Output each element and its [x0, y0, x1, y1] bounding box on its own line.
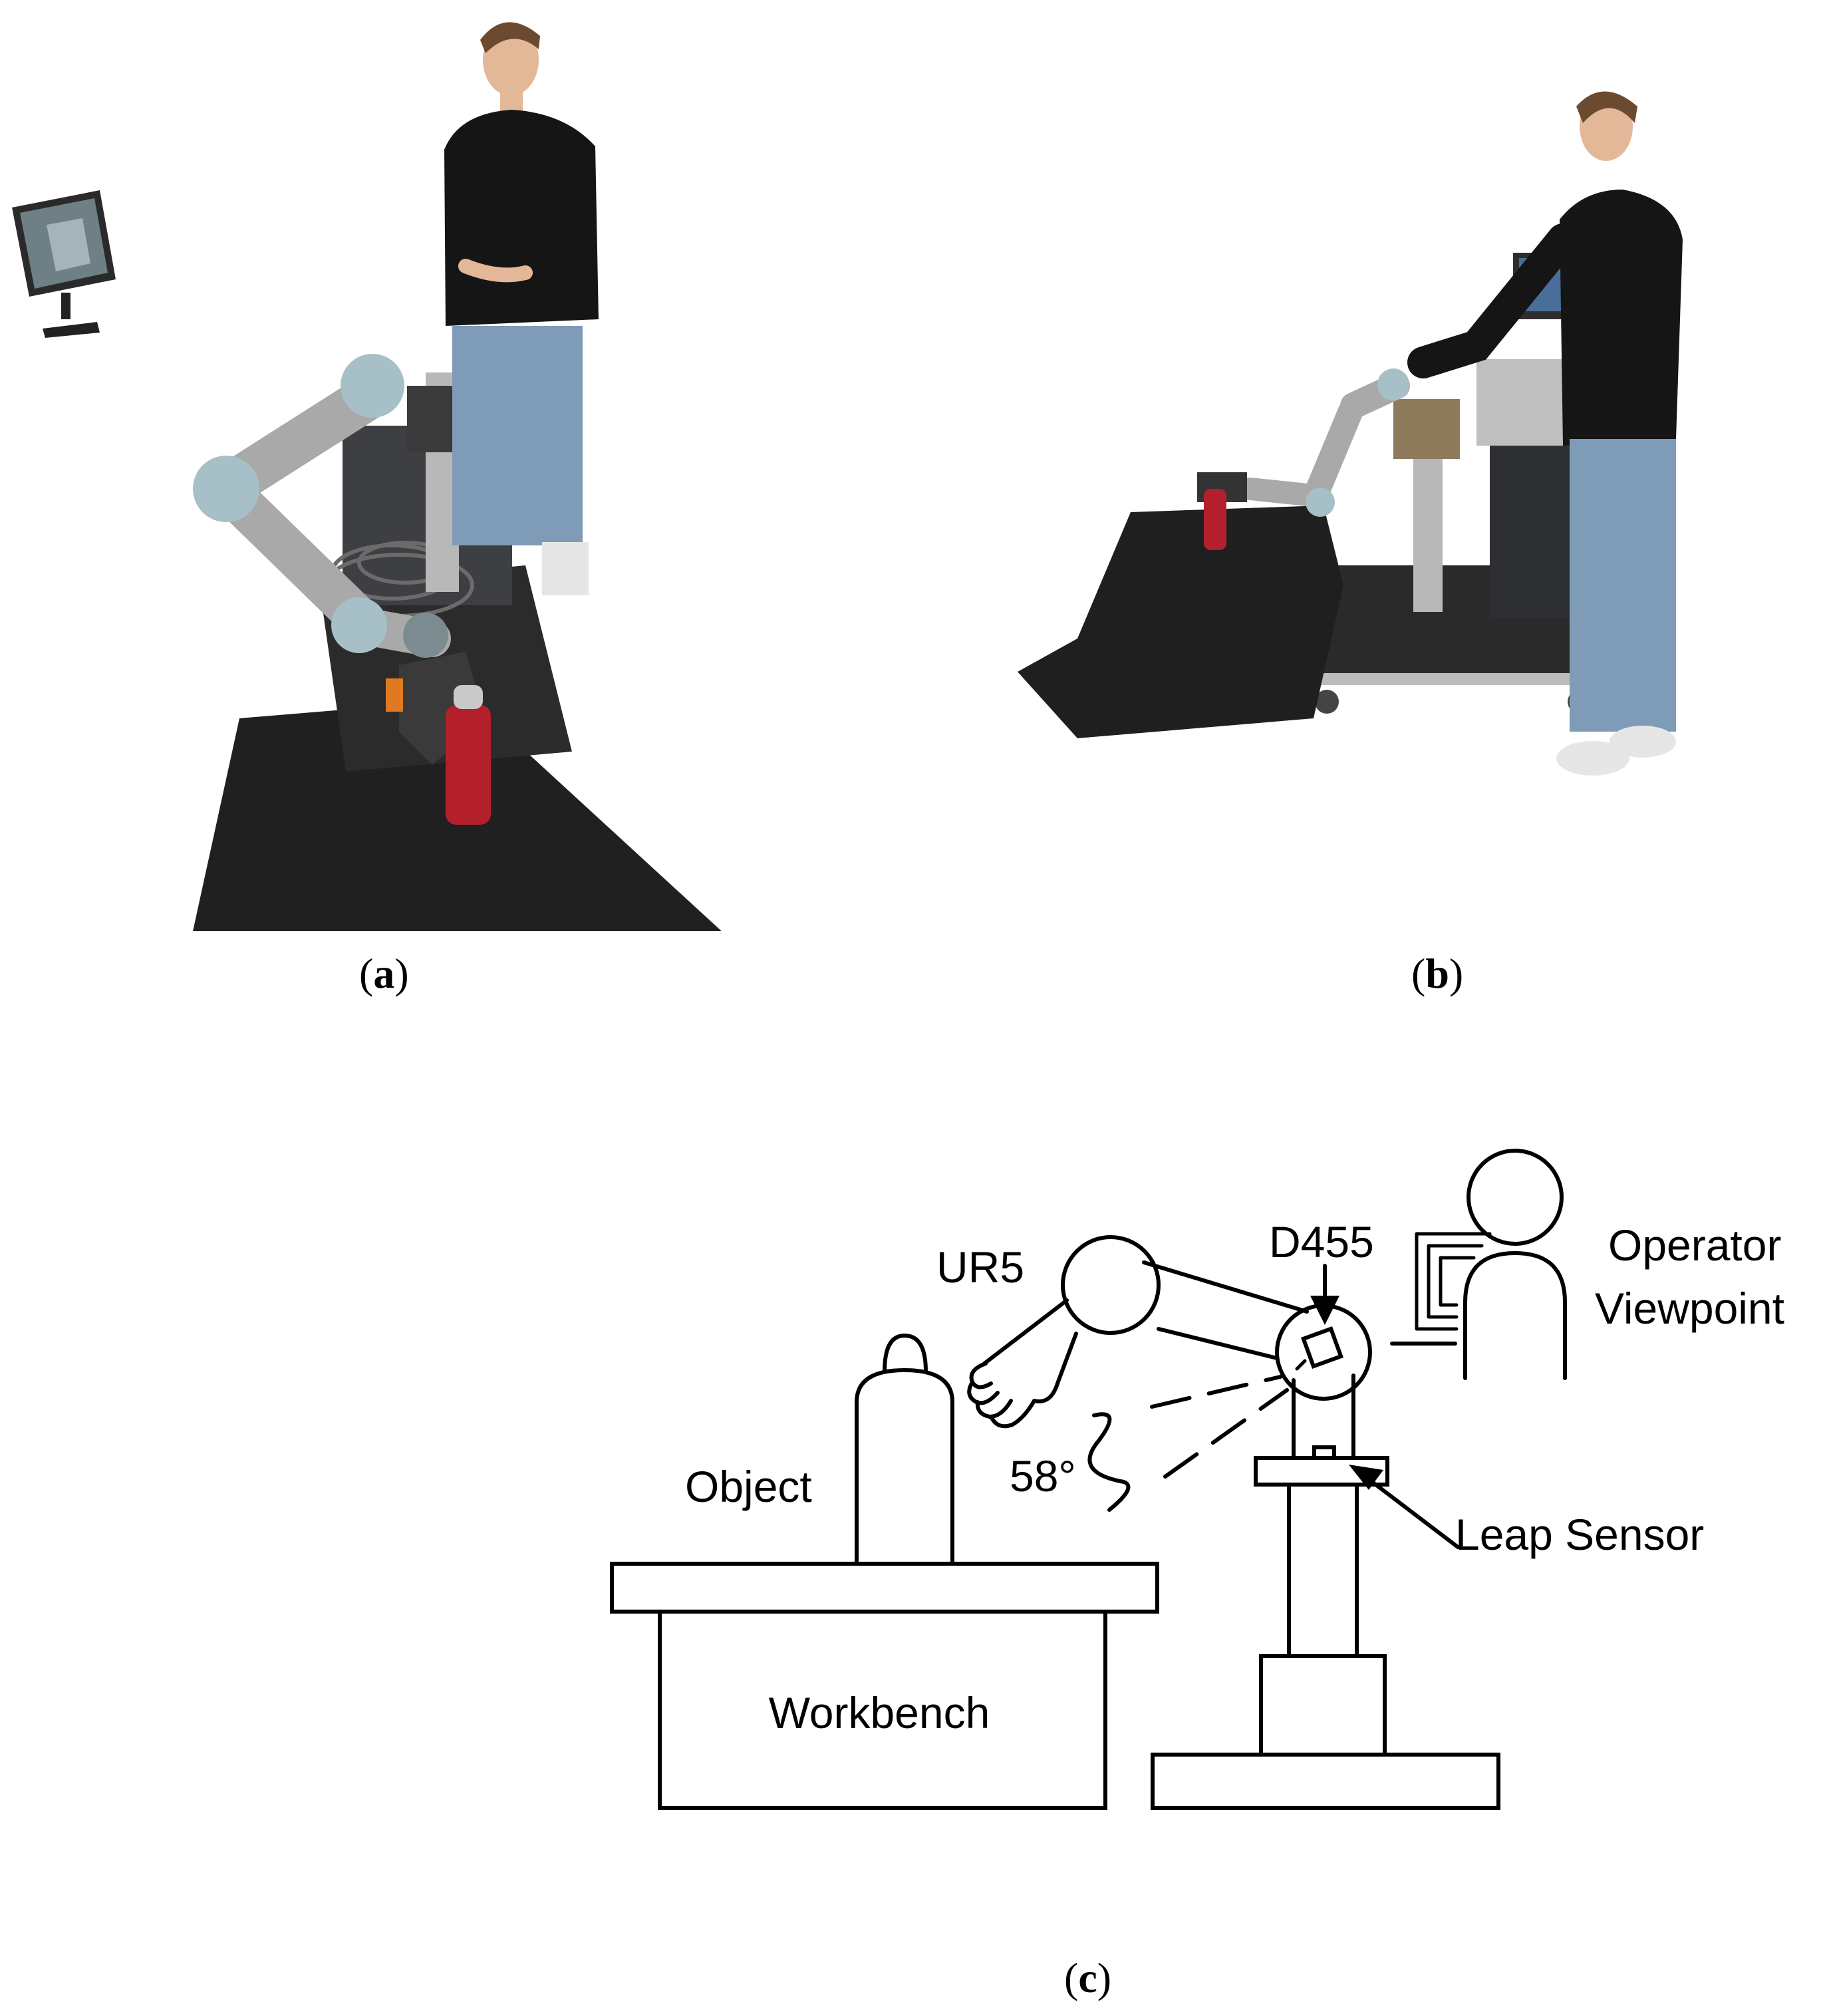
- ur5-label: UR5: [936, 1242, 1024, 1292]
- object-shape: [855, 1368, 954, 1566]
- headset-bracket-icon: [1415, 1232, 1492, 1331]
- caption-a: (a): [359, 950, 409, 997]
- caption-b: (b): [1411, 950, 1463, 997]
- operator-head-icon: [1467, 1149, 1564, 1246]
- covered-table: [1018, 505, 1343, 738]
- d455-label: D455: [1269, 1217, 1374, 1266]
- fov-line-upper: [1150, 1375, 1282, 1409]
- operator-body-icon: [1463, 1251, 1567, 1380]
- fov-angle-arc: [1087, 1412, 1131, 1512]
- upper-arm-link-top: [1142, 1260, 1309, 1314]
- forearm-top: [982, 1298, 1069, 1366]
- operator-label-line2: Viewpoint: [1595, 1284, 1784, 1333]
- object-cap: [883, 1334, 928, 1373]
- panel-b-photo: [1018, 91, 1683, 776]
- workbench-body: [658, 1610, 1107, 1810]
- stand-lower: [1259, 1654, 1387, 1757]
- operator-photo-b: [1407, 91, 1683, 776]
- workbench-top: [610, 1562, 1159, 1614]
- monitor-icon: [12, 190, 116, 338]
- ur5-arm-photo: [193, 354, 451, 658]
- bottle-photo-b: [1204, 489, 1226, 550]
- leap-sensor-arrow: [1361, 1473, 1460, 1549]
- angle-label: 58°: [1010, 1451, 1076, 1501]
- caption-c: (c): [1064, 1954, 1111, 2001]
- bottle-photo: [446, 685, 491, 825]
- panel-c-diagram: Workbench Object Leap Sensor D455 UR5: [610, 1149, 1784, 1810]
- workbench-label: Workbench: [769, 1688, 990, 1737]
- fov-line-lower: [1163, 1388, 1289, 1479]
- forearm-bottom: [1055, 1332, 1078, 1385]
- d455-camera-icon: [1300, 1326, 1344, 1369]
- leap-sensor-device: [1312, 1445, 1336, 1460]
- operator-label-line1: Operator: [1608, 1221, 1781, 1270]
- operator-photo-a: [444, 22, 599, 595]
- object-label: Object: [685, 1462, 812, 1511]
- robot-hand-icon: [967, 1362, 1059, 1429]
- ur5-shoulder-joint: [1061, 1235, 1161, 1335]
- stand-base: [1151, 1753, 1500, 1810]
- panel-a-photo: [12, 22, 722, 931]
- upper-arm-link-bottom: [1157, 1327, 1279, 1360]
- ur5-arm-photo-b: [1197, 368, 1410, 517]
- leap-sensor-label: Leap Sensor: [1455, 1510, 1704, 1559]
